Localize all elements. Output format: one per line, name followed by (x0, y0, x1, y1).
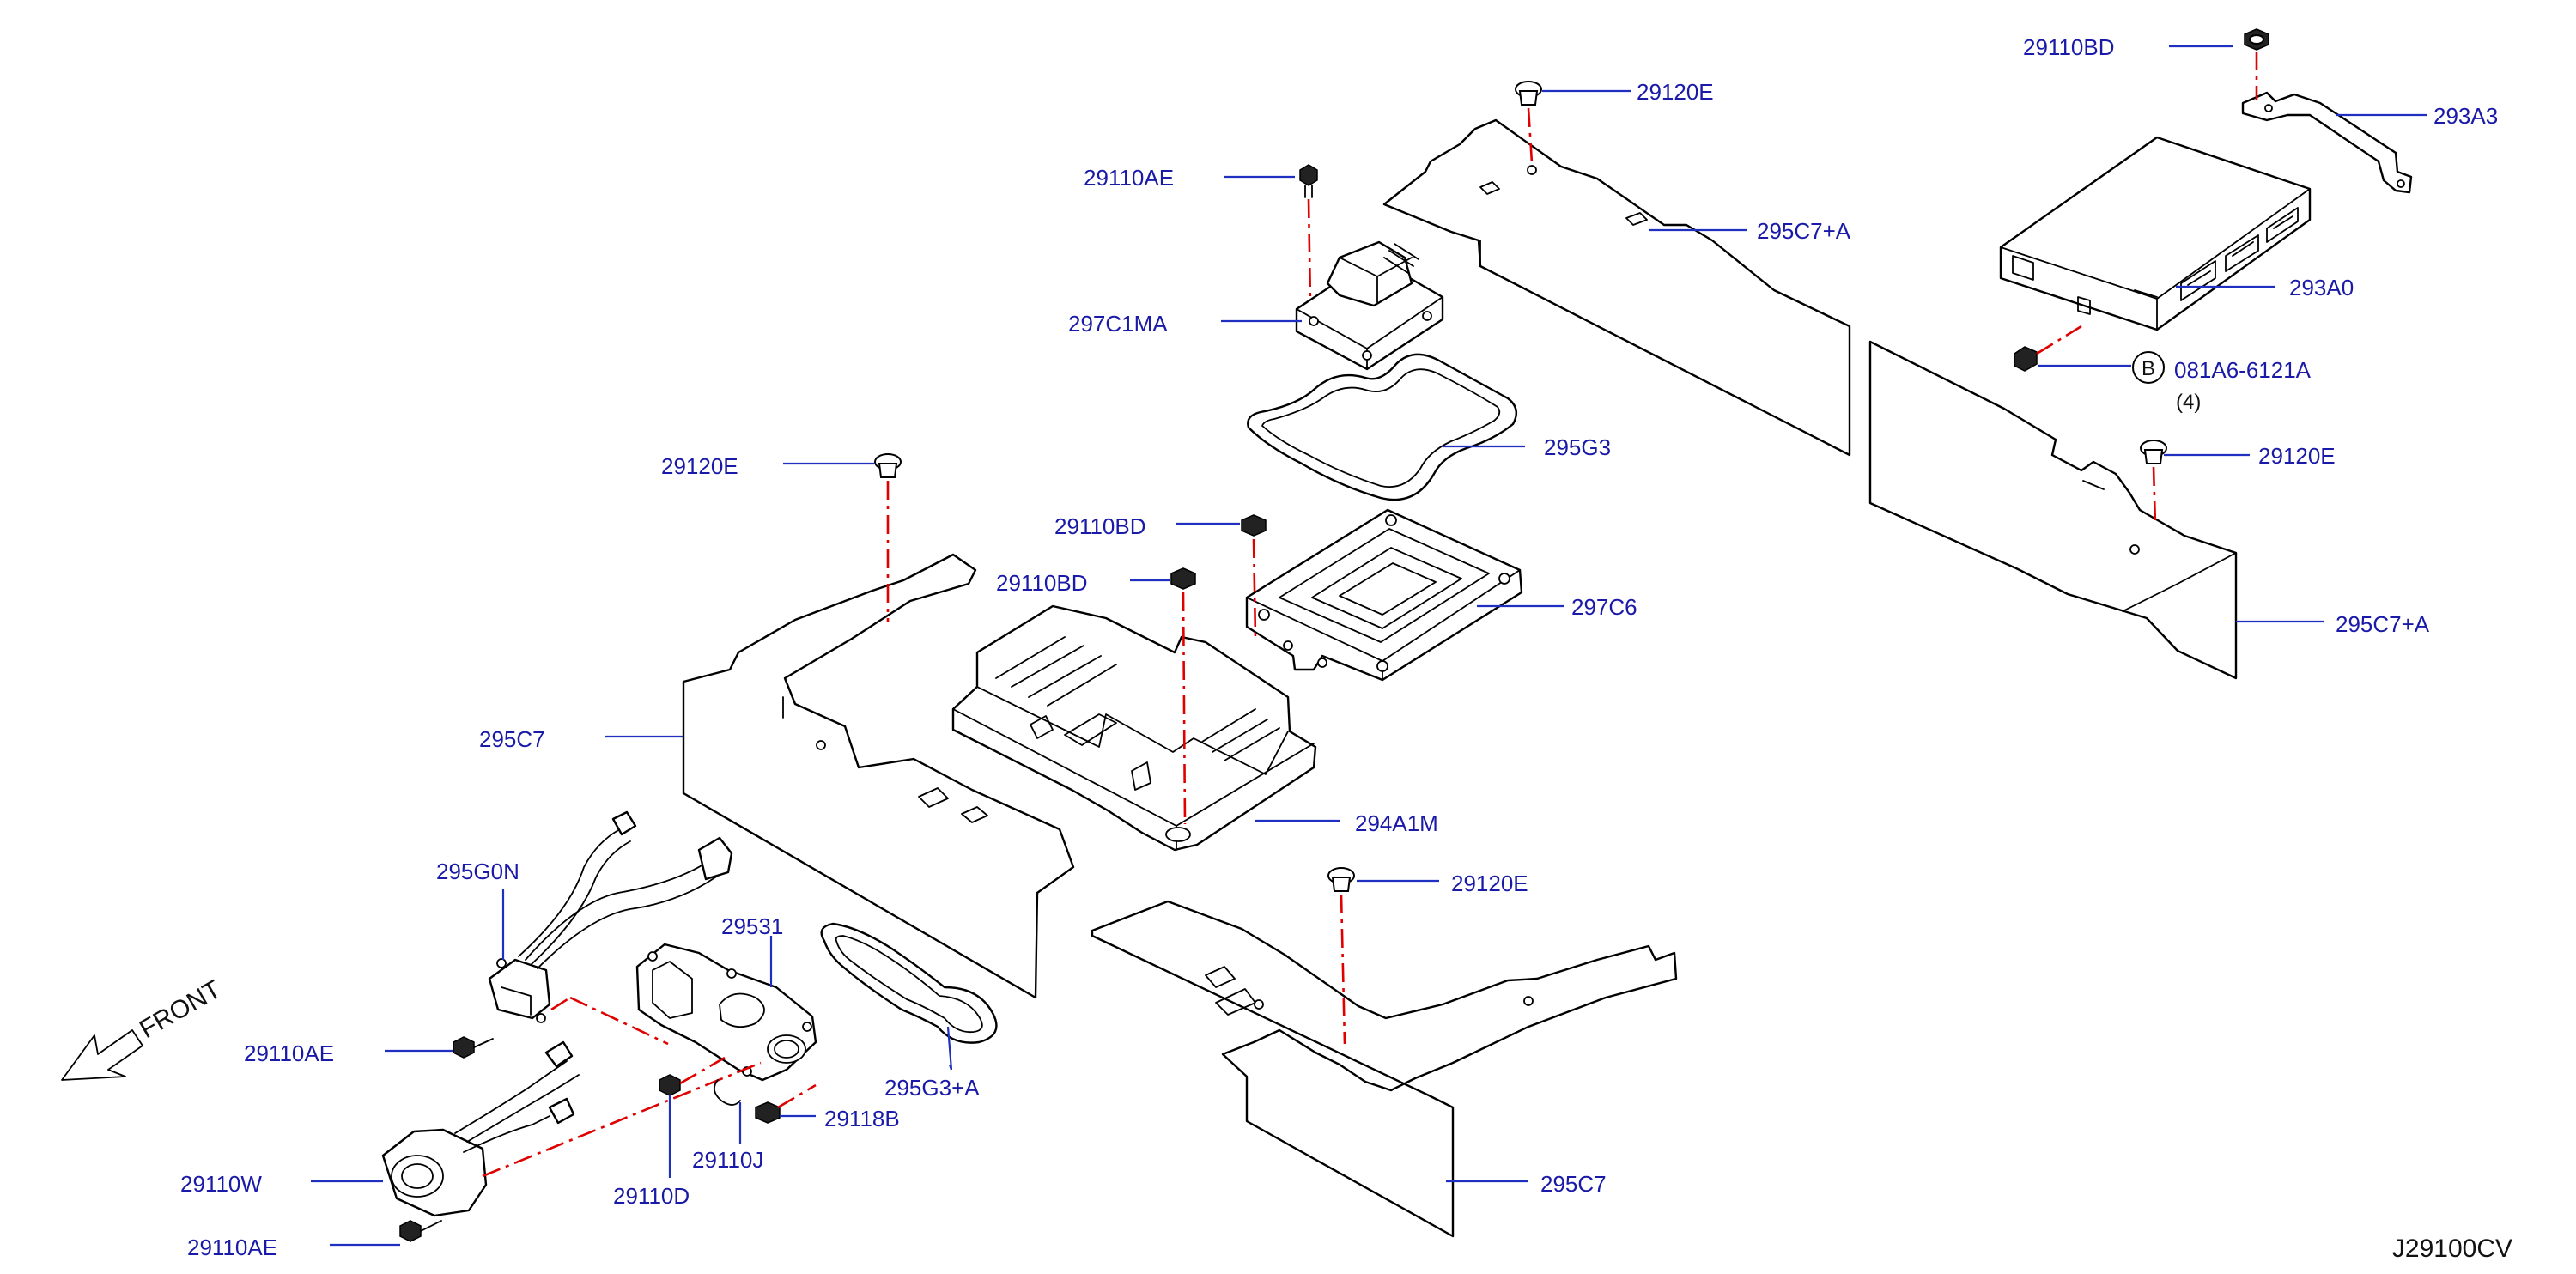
panel-295C7-left (682, 553, 1075, 999)
leader-lines (311, 45, 2427, 1247)
axis-295G0N-29531 (569, 996, 669, 1046)
label-29110AE-mid: 29110AE (244, 1040, 334, 1066)
label-29110D: 29110D (613, 1183, 690, 1209)
label-297C6: 297C6 (1571, 594, 1637, 620)
diagram-code: J29100CV (2392, 1235, 2512, 1263)
label-293A3: 293A3 (2433, 103, 2498, 129)
panel-295C7-bottom (1091, 900, 1678, 1238)
inverter-294A1M (951, 604, 1317, 852)
label-29110AE-bottom: 29110AE (187, 1235, 277, 1260)
bolt-29110AE-mid (453, 1036, 494, 1059)
housing-29531 (635, 943, 817, 1082)
label-29110BD-top: 29110BD (2023, 34, 2115, 60)
clip-29120E-top (1515, 81, 1542, 106)
front-arrow: FRONT (61, 975, 226, 1081)
clip-29120E-bottom (1327, 867, 1355, 892)
nut-29118B (755, 1101, 781, 1124)
bolt-29110AE-top (1299, 164, 1318, 198)
label-29110W: 29110W (180, 1171, 262, 1197)
nut-29110BD-top (2244, 28, 2269, 51)
label-295G3A: 295G3+A (884, 1075, 980, 1101)
label-29120E-bottom: 29120E (1451, 871, 1528, 896)
label-295C7-bottom: 295C7 (1540, 1171, 1607, 1197)
label-29110BD-low: 29110BD (996, 570, 1088, 596)
label-294A1M: 294A1M (1355, 810, 1438, 836)
gasket-295G3 (1247, 353, 1518, 501)
gasket-295G3A (820, 922, 998, 1044)
clamp-29110J (713, 1079, 741, 1106)
label-295C7-left: 295C7 (479, 726, 545, 752)
bolt-29110AE-bottom (399, 1220, 442, 1242)
bolt-081A6 (2014, 346, 2038, 372)
harness-295G0N (488, 810, 733, 1023)
axis-29118B (777, 1083, 817, 1109)
axis-29110AE-mid (550, 996, 571, 1011)
panel-295C7A-top (1382, 118, 1851, 457)
label-29531: 29531 (721, 913, 783, 939)
axis-29110D (679, 1056, 726, 1085)
label-081A6: 081A6-6121A (2174, 357, 2312, 383)
clip-29120E-left (874, 453, 902, 478)
connector-297C1MA (1295, 240, 1444, 371)
callout-letter: B (2142, 357, 2155, 380)
clip-29120E-right (2140, 440, 2167, 464)
axis-29110W (482, 1061, 762, 1178)
axis-29120E-top (1527, 107, 1534, 164)
front-label: FRONT (135, 975, 226, 1044)
label-295C7A-top: 295C7+A (1757, 218, 1851, 244)
label-295G0N: 295G0N (436, 858, 519, 884)
bracket-293A3 (2241, 91, 2413, 194)
label-29110BD-mid: 29110BD (1054, 513, 1146, 539)
label-29118B: 29118B (824, 1106, 900, 1131)
axis-29120E-right (2152, 466, 2157, 526)
nut-29110BD-low (1170, 567, 1196, 590)
control-unit-293A0 (1999, 136, 2312, 331)
label-29120E-left: 29120E (661, 453, 738, 479)
axis-081A6 (2036, 325, 2082, 355)
label-29120E-right: 29120E (2258, 443, 2336, 469)
axis-29110BD-low (1182, 592, 1187, 825)
callout-circle-B: B (2132, 351, 2165, 384)
axis-29110AE-top (1307, 198, 1312, 303)
panel-295C7A-right (1868, 340, 2238, 680)
label-29110AE-top: 29110AE (1084, 165, 1174, 191)
label-297C1MA: 297C1MA (1068, 311, 1168, 337)
label-293A0: 293A0 (2289, 275, 2354, 300)
label-295G3: 295G3 (1544, 434, 1611, 460)
nut-29110BD-mid (1241, 514, 1267, 537)
label-29110J: 29110J (692, 1147, 763, 1173)
axis-29110BD-mid (1252, 538, 1257, 640)
label-295C7A-right: 295C7+A (2336, 611, 2430, 637)
bolt-29110D (659, 1074, 681, 1096)
label-081A6-qty: (4) (2176, 391, 2201, 414)
label-29120E-top: 29120E (1637, 79, 1714, 105)
axis-29120E-bottom (1340, 894, 1346, 1045)
connector-29110W (381, 1040, 580, 1217)
plate-297C6 (1245, 508, 1523, 682)
